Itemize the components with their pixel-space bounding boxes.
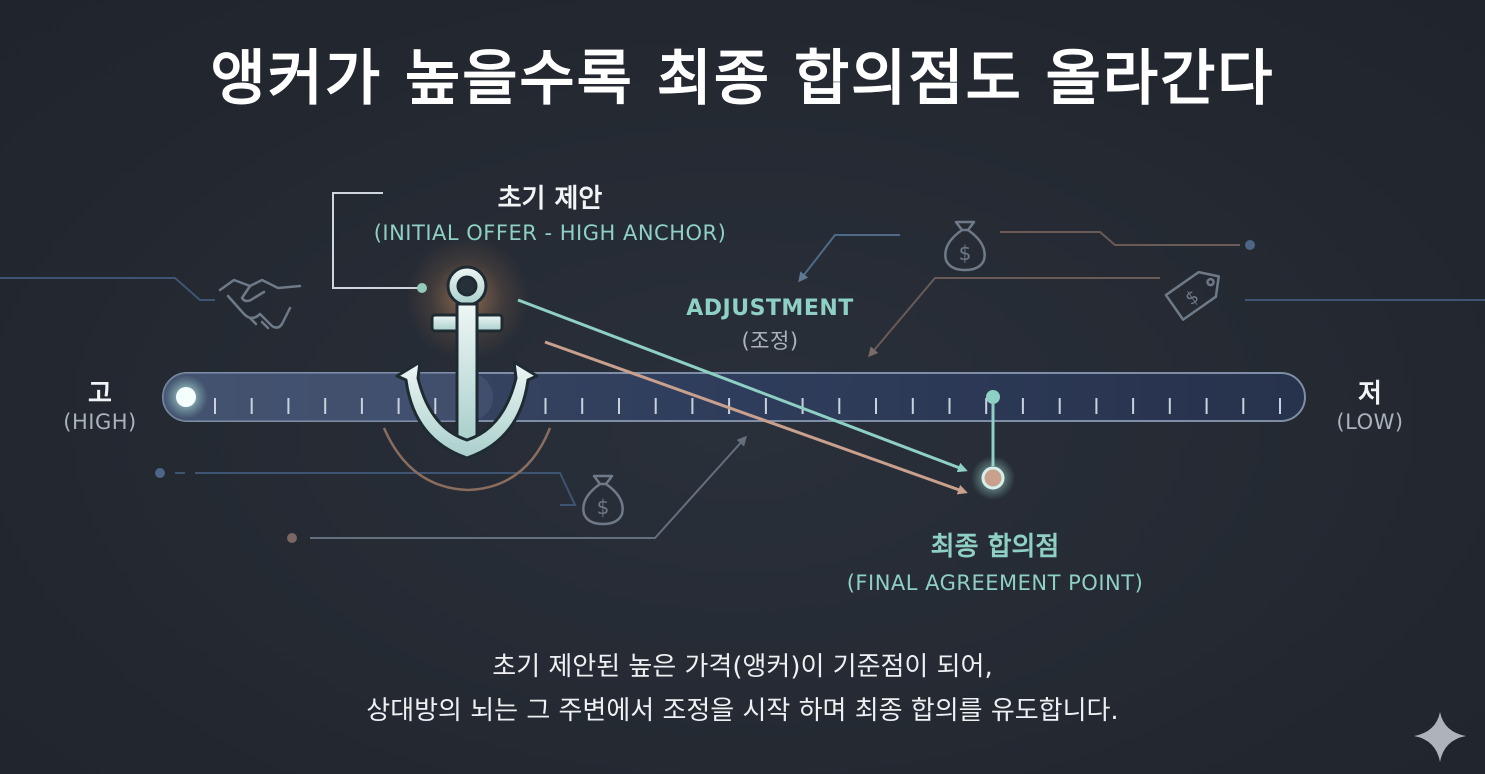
- high-label-ko: 고: [88, 379, 112, 409]
- low-label-ko: 저: [1358, 379, 1382, 409]
- final-point-dot: [981, 466, 1005, 490]
- initial-offer-label: 초기 제안 (INITIAL OFFER - HIGH ANCHOR): [340, 178, 760, 245]
- sparkle-icon: [1414, 712, 1466, 762]
- anchor-arc: [382, 427, 552, 492]
- adjustment-arrow-teal: [517, 298, 968, 473]
- caption: 초기 제안된 높은 가격(앵커)이 기준점이 되어, 상대방의 뇌는 그 주변에…: [0, 645, 1485, 733]
- high-label-en-group: (HIGH): [40, 410, 160, 434]
- anchor-icon: [395, 265, 539, 460]
- low-label-en-group: (LOW): [1315, 410, 1425, 434]
- caption-line-2: 상대방의 뇌는 그 주변에서 조정을 시작 하며 최종 합의를 유도합니다.: [366, 696, 1119, 726]
- price-tag-icon: $: [1164, 270, 1221, 321]
- decorative-lines: [0, 231, 1485, 543]
- adjustment-ko: (조정): [741, 329, 799, 353]
- high-end-dot: [176, 387, 196, 407]
- low-label-en: (LOW): [1336, 410, 1404, 434]
- high-label-en: (HIGH): [63, 410, 137, 434]
- initial-offer-connector: [332, 192, 420, 289]
- money-bag-icon-bottom: $: [582, 474, 624, 526]
- final-point-ko: 최종 합의점: [930, 532, 1060, 562]
- adjustment-arrow-peach: [544, 340, 968, 495]
- final-point-en: (FINAL AGREEMENT POINT): [846, 571, 1144, 595]
- final-point-label: 최종 합의점 (FINAL AGREEMENT POINT): [800, 526, 1190, 595]
- caption-line-1: 초기 제안된 높은 가격(앵커)이 기준점이 되어,: [492, 652, 993, 682]
- adjustment-en: ADJUSTMENT: [686, 296, 854, 321]
- svg-text:$: $: [959, 241, 972, 265]
- adjustment-label: ADJUSTMENT (조정): [660, 296, 880, 355]
- svg-text:$: $: [597, 495, 610, 519]
- page-title: 앵커가 높을수록 최종 합의점도 올라간다: [210, 44, 1275, 114]
- initial-offer-ko: 초기 제안: [497, 184, 603, 214]
- final-tick-dot: [986, 390, 1000, 404]
- money-bag-icon: $: [944, 220, 986, 272]
- handshake-icon: [218, 278, 302, 330]
- low-label-group: 저: [1340, 373, 1400, 410]
- initial-offer-en: (INITIAL OFFER - HIGH ANCHOR): [373, 221, 727, 245]
- svg-text:$: $: [1182, 286, 1203, 310]
- high-label-group: 고: [70, 373, 130, 410]
